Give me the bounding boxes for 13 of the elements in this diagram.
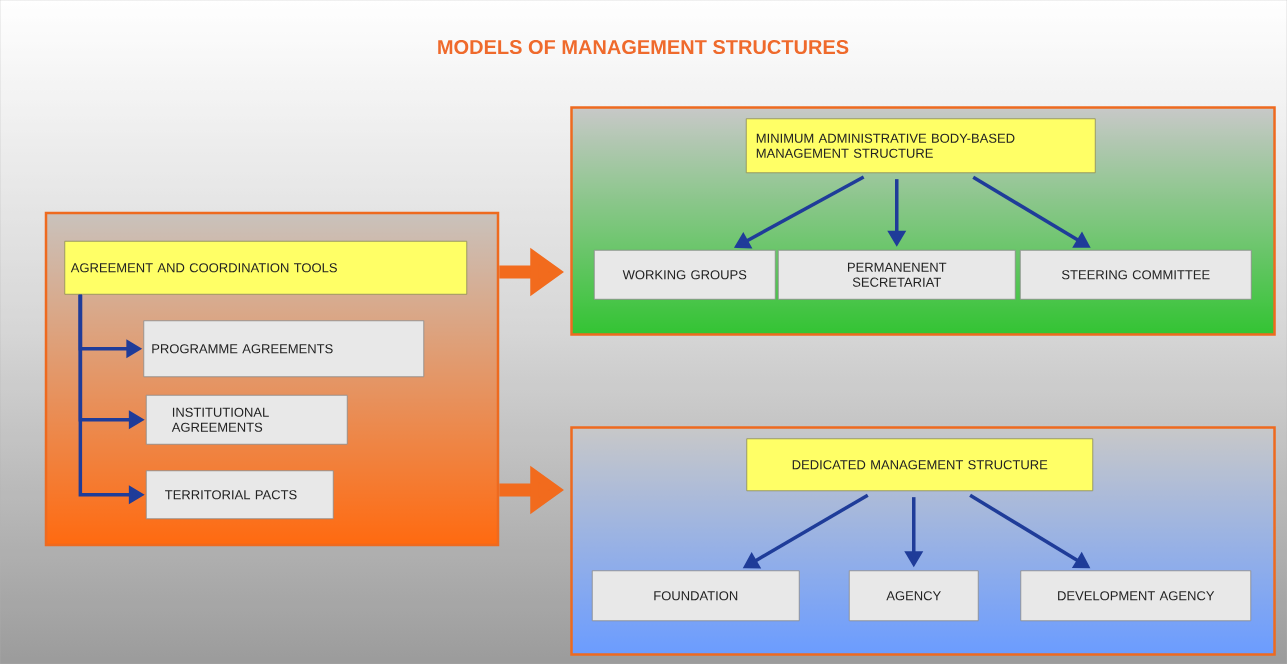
item-box: DEVELOPMENT AGENCY — [1020, 570, 1252, 622]
item-box: TERRITORIAL PACTS — [145, 470, 334, 520]
item-box: INSTITUTIONAL AGREEMENTS — [145, 394, 348, 445]
heading-box: DEDICATED MANAGEMENT STRUCTURE — [746, 438, 1094, 492]
item-box: AGENCY — [848, 570, 979, 622]
heading-box: MINIMUM ADMINISTRATIVE BODY-BASED MANAGEMENT STRUCTURE — [745, 118, 1096, 174]
item-box: FOUNDATION — [591, 570, 800, 622]
item-box: STEERING COMMITTEE — [1019, 249, 1252, 300]
heading-box: AGREEMENT AND COORDINATION TOOLS — [64, 240, 468, 295]
item-box: PERMANENENT SECRETARIAT — [777, 249, 1016, 300]
item-box: WORKING GROUPS — [593, 249, 776, 300]
title: MODELS OF MANAGEMENT STRUCTURES — [438, 39, 849, 55]
item-box: PROGRAMME AGREEMENTS — [143, 320, 425, 378]
